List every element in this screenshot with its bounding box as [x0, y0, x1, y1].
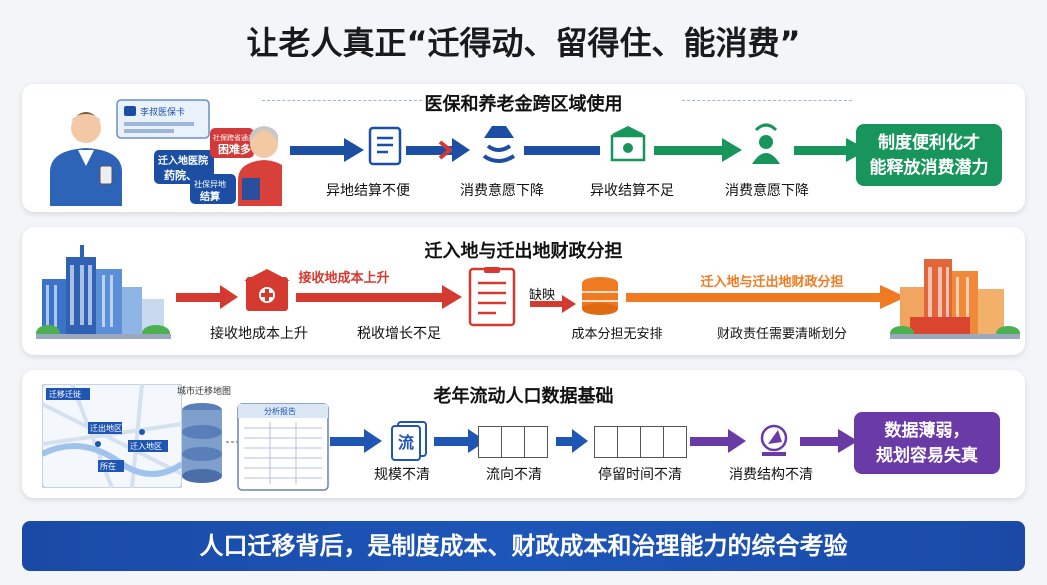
panel-data-foundation: 老年流动人口数据基础 迁移迁徙 迁出地区 迁入地区 所在 城市迁移地图 分析报告: [22, 370, 1025, 498]
bubble-mid-line2: 结算: [200, 190, 220, 203]
orange-arrow-head: [880, 285, 906, 309]
arrow-label-cost-rise: 接收地成本上升: [298, 271, 390, 286]
sheet-title: 分析报告: [264, 406, 296, 416]
result-box-green: 制度便利化才 能释放消费潜力: [856, 124, 1002, 186]
panel-title: 老年流动人口数据基础: [433, 386, 614, 407]
flow2-label-4: 财政责任需要清晰划分: [716, 327, 847, 342]
flow3-label-4: 消费结构不清: [729, 467, 813, 483]
bubble-right-small: 社保跨省通办: [213, 133, 255, 142]
flow3-label-3: 停留时间不清: [598, 467, 682, 483]
flow-row-2: [176, 267, 892, 327]
map-tag-1: 迁出地区: [90, 423, 122, 433]
hospital-icon: [244, 269, 290, 311]
result-line-2: 能释放消费潜力: [869, 158, 989, 178]
grid-cell: [524, 426, 548, 458]
bubble-mid-line1: 社保异地: [194, 179, 226, 189]
bottom-banner: 人口迁移背后，是制度成本、财政成本和治理能力的综合考验: [22, 521, 1025, 571]
money-box-icon: [610, 126, 646, 162]
migration-map-illustration: 迁移迁徙 迁出地区 迁入地区 所在: [42, 384, 182, 488]
map-tag-3: 所在: [100, 461, 116, 471]
document-list-icon: [468, 267, 516, 327]
panel-title: 迁入地与迁出地财政分担: [424, 241, 623, 262]
divider-right: [682, 100, 852, 101]
flow2-label-1: 接收地成本上升: [210, 326, 308, 342]
flow2-label-3: 成本分担无安排: [571, 327, 663, 342]
flow1-label-4: 消费意愿下降: [725, 183, 809, 199]
database-sheet-illustration: 分析报告: [182, 403, 329, 491]
bubble-left-line2: 药院、: [164, 168, 197, 182]
grid-cell: [640, 426, 664, 458]
result-box-purple: 数据薄弱， 规划容易失真: [854, 412, 1000, 474]
flow1-label-1: 异地结算不便: [326, 183, 410, 199]
result-line-2: 规划容易失真: [876, 446, 978, 466]
flow-row-3: 流: [330, 421, 858, 461]
result-line-1: 制度便利化才: [878, 133, 980, 153]
arrow-label-missing: 缺映: [528, 288, 555, 303]
panel-fiscal-sharing: 迁入地与迁出地财政分担: [22, 227, 1025, 355]
doc-glyph: 流: [398, 433, 414, 452]
grid-cell: [501, 426, 525, 458]
flow2-label-2: 税收增长不足: [357, 326, 441, 342]
result-line-1: 数据薄弱，: [884, 421, 970, 441]
page-title: 让老人真正“迁得动、留得住、能消费”: [246, 24, 801, 62]
person-icon: [752, 123, 780, 164]
elderly-couple-illustration: 李叔医保卡 迁入地医院 药院、 社保异地 结算 社保跨省通办 困难多: [50, 99, 282, 206]
arrow-label-fiscal-share: 迁入地与迁出地财政分担: [700, 275, 844, 290]
flow-row-1: [290, 123, 868, 166]
coin-stack-icon: [582, 277, 618, 315]
grid-cell: [478, 426, 502, 458]
bubble-right-main: 困难多: [218, 142, 251, 156]
flow1-label-2: 消费意愿下降: [460, 183, 544, 199]
city-right-illustration: [890, 259, 1020, 339]
rocket-icon: [760, 424, 788, 456]
grid-cell: [617, 426, 641, 458]
flow1-label-3: 异收结算不足: [590, 183, 674, 199]
panel-title: 医保和养老金跨区域使用: [424, 94, 623, 115]
map-caption: 城市迁移地图: [177, 387, 232, 397]
flow3-label-1: 规模不清: [374, 467, 430, 483]
flow3-label-2: 流向不清: [486, 467, 542, 483]
document-icon: [368, 126, 402, 166]
divider-left: [262, 100, 422, 101]
map-title: 迁移迁徙: [49, 389, 81, 399]
map-tag-2: 迁入地区: [130, 441, 162, 451]
panel-medical-pension: 医保和养老金跨区域使用 李叔医保卡 迁入地医院 药院、 社保异地 结算 社保跨省…: [22, 84, 1025, 212]
hand-coin-icon: [482, 126, 516, 163]
bubble-left-line1: 迁入地医院: [158, 154, 208, 167]
city-left-illustration: [36, 245, 171, 339]
grid-cell: [594, 426, 618, 458]
flow-document-icon: 流: [391, 421, 427, 461]
card-top-text: 李叔医保卡: [140, 106, 185, 118]
grid-cell: [663, 426, 687, 458]
database-icon: [182, 403, 222, 483]
